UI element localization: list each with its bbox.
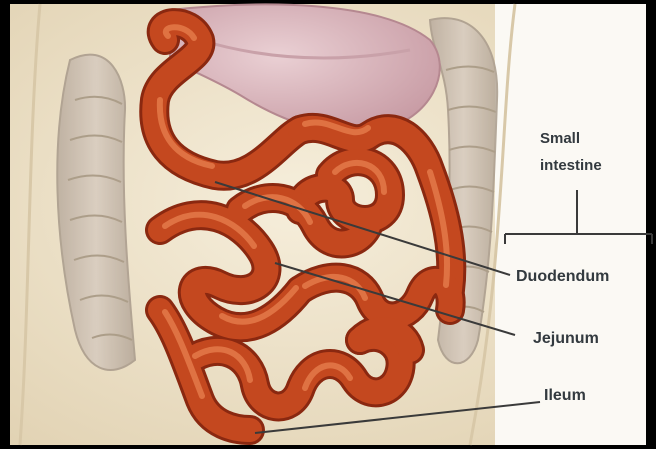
ileum-label: Ileum bbox=[544, 387, 586, 404]
small-intestine-label-line2: intestine bbox=[540, 157, 602, 174]
label-panel-background bbox=[495, 4, 646, 445]
duodendum-label: Duodendum bbox=[516, 268, 609, 285]
jejunum-label: Jejunum bbox=[533, 330, 599, 347]
small-intestine-label-line1: Small bbox=[540, 130, 580, 147]
